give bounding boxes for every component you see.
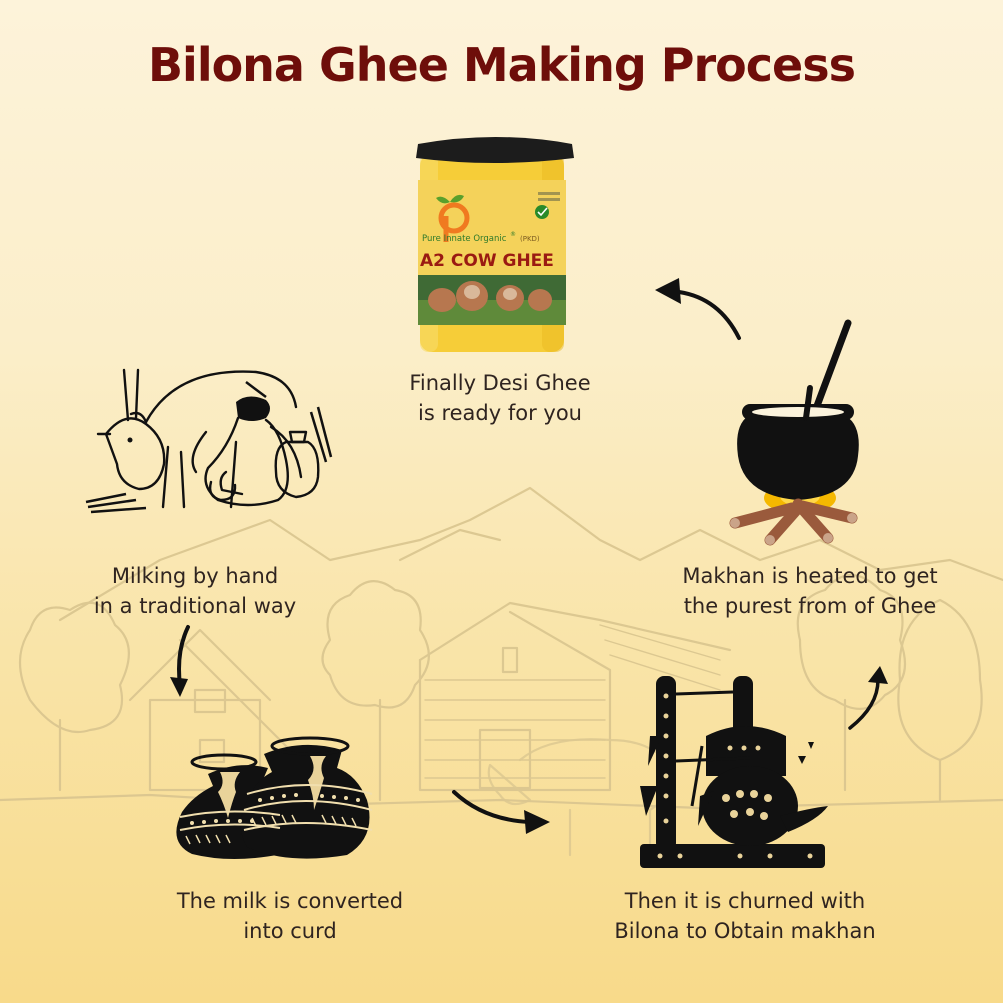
ghee-jar-illustration: Pure Innate Organic ® (PKD) A2 COW GHEE xyxy=(416,137,574,352)
step-3-caption: Then it is churned with Bilona to Obtain… xyxy=(614,889,876,943)
step-4-caption: Makhan is heated to get the purest from … xyxy=(682,564,938,618)
step-2-caption: The milk is converted into curd xyxy=(176,889,404,943)
arrow-down-icon xyxy=(170,625,190,697)
arrow-up-left-icon xyxy=(655,278,741,340)
svg-text:®: ® xyxy=(510,231,516,238)
pot-on-fire-illustration xyxy=(729,319,859,546)
page-title: Bilona Ghee Making Process xyxy=(147,38,856,92)
arrow-up-icon xyxy=(848,666,888,730)
arrow-right-icon xyxy=(452,790,550,834)
step-5-caption: Finally Desi Ghee is ready for you xyxy=(409,371,591,425)
brand-text: Pure Innate Organic xyxy=(422,234,507,244)
pure-innate-organic-logo-icon xyxy=(436,194,470,242)
step-1-caption: Milking by hand in a traditional way xyxy=(93,564,297,618)
svg-text:(PKD): (PKD) xyxy=(520,235,540,243)
bilona-churner-illustration xyxy=(640,676,828,868)
clay-curd-pots-illustration xyxy=(176,736,373,859)
hand-milking-cow-illustration xyxy=(85,368,333,514)
product-name-text: A2 COW GHEE xyxy=(420,251,554,271)
